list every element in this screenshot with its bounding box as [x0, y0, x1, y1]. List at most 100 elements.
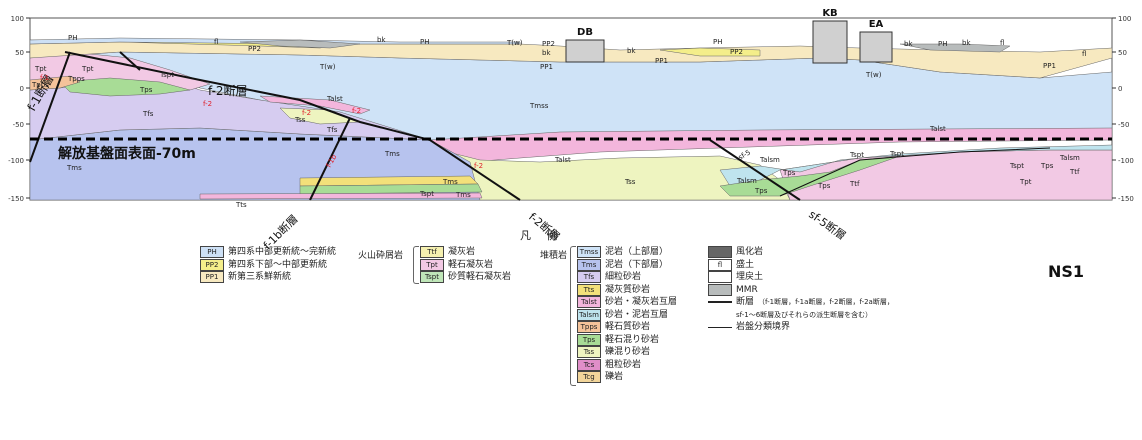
legend-label-tpt: 軽石凝灰岩: [448, 259, 494, 270]
tick-left-100: 100: [11, 15, 24, 23]
legend-item-boundary: 岩盤分類境界: [708, 321, 894, 334]
swatch-fault-line: [708, 301, 732, 304]
legend-label-talst: 砂岩・凝灰岩互層: [605, 297, 678, 308]
label-ttf-2: Ttf: [1069, 168, 1080, 176]
legend-fault-note-1: （f-1断層，f-1a断層，f-2断層，f-2a断層，: [758, 298, 894, 307]
building-label-db: DB: [577, 27, 593, 38]
fault-f1: [29, 51, 71, 163]
building-label-kb: KB: [822, 8, 837, 19]
label-bk-5: bk: [962, 39, 971, 47]
unit-tps-left: [59, 77, 191, 97]
label-tw-3: T(w): [865, 71, 882, 79]
label-pp2-2: PP2: [542, 40, 555, 48]
label-ph-3: PH: [713, 38, 723, 46]
label-fl-1: fl: [214, 38, 218, 46]
legend-brace-sedimentary: [570, 246, 576, 386]
swatch-weathered: [708, 246, 732, 259]
legend-label-weathered: 風化岩: [736, 247, 764, 258]
legend-label-tss: 礫混り砂岩: [605, 347, 651, 358]
label-pp2-3: PP2: [730, 48, 743, 56]
tick-left--50: -50: [13, 121, 24, 129]
swatch-tps: Tps: [577, 333, 601, 346]
legend-brace-volcanic: [413, 246, 419, 284]
swatch-tss: Tss: [577, 346, 601, 359]
label-tpt-1: Tpt: [34, 65, 47, 73]
legend-label-boundary: 岩盤分類境界: [736, 322, 791, 333]
label-talst-2: Talst: [554, 156, 571, 164]
label-tms-2: Tms: [66, 164, 82, 172]
label-tts-1: Tts: [235, 201, 247, 209]
swatch-fill: fl: [708, 258, 732, 271]
building-ea: [859, 31, 893, 63]
legend-label-pp2: 第四系下部～中部更新統: [228, 259, 328, 270]
label-ttf-1: Ttf: [849, 180, 860, 188]
swatch-ph: PH: [200, 246, 224, 259]
red-label-f2-2: f-2: [302, 109, 311, 117]
label-fl-2: fl: [1000, 39, 1004, 47]
tick-left--100: -100: [8, 157, 24, 165]
legend-label-tpps: 軽石質砂岩: [605, 322, 651, 333]
swatch-tcs: Tcs: [577, 358, 601, 371]
legend-label-ph: 第四系中部更新統～完新統: [228, 247, 337, 258]
label-tfs-1: Tfs: [142, 110, 154, 118]
unit-talst: [429, 127, 1113, 163]
red-label-f2-3: f-2: [352, 107, 361, 115]
legend-label-tts: 凝灰質砂岩: [605, 284, 651, 295]
label-tmss: Tmss: [529, 102, 549, 110]
label-tpps-1: Tpps: [31, 81, 49, 89]
label-bk-1: bk: [377, 36, 386, 44]
tick-right--100: -100: [1118, 157, 1134, 165]
legend-label-tcg: 礫岩: [605, 372, 624, 383]
label-tspt-2: Tspt: [849, 151, 864, 159]
swatch-tfs: Tfs: [577, 271, 601, 284]
boundary-line: [779, 147, 1051, 197]
fault-label-sf5: sf-5断層: [806, 207, 848, 243]
building-db: [565, 39, 605, 63]
legend-label-pp1: 新第三系鮮新統: [228, 272, 292, 283]
swatch-talsm: Talsm: [577, 308, 601, 321]
legend-title: 凡 例: [520, 229, 564, 242]
swatch-ttf: Ttf: [420, 246, 444, 259]
unit-bk: [239, 39, 361, 49]
label-pp1-3: PP1: [540, 63, 553, 71]
legend-label-backfill: 埋戻土: [736, 272, 764, 283]
red-label-f2-1: f-2: [203, 100, 212, 108]
legend-label-tps: 軽石混り砂岩: [605, 334, 660, 345]
label-talst-1: Talst: [326, 95, 343, 103]
tick-right-100: 100: [1118, 15, 1131, 23]
legend-label-mmr: MMR: [736, 284, 758, 295]
section-id-label: NS1: [1048, 262, 1085, 281]
unit-tps: [719, 155, 901, 197]
tick-left-50: 50: [15, 49, 24, 57]
unit-tspt-band: [199, 192, 483, 200]
legend-fault-note-row: sf-1～6断層及びそれらの派生断層を含む）: [708, 309, 894, 322]
unit-tps-band: [299, 183, 483, 195]
label-tps-2: Tps: [782, 169, 796, 177]
label-talst-3: Talst: [929, 125, 946, 133]
swatch-boundary-line: [708, 326, 732, 328]
legend-item-ph: PH 第四系中部更新統～完新統: [200, 246, 336, 259]
baseline-label: 解放基盤面表面-70m: [58, 145, 196, 162]
building-label-ea: EA: [869, 19, 884, 30]
unit-bk-right: [899, 43, 1011, 53]
label-pp2-1: PP2: [248, 45, 261, 53]
legend-label-ttf: 凝灰岩: [448, 247, 476, 258]
label-fl-3: fl: [1082, 50, 1086, 58]
label-talsm-2: Talsm: [736, 177, 757, 185]
label-tspt-1: Tspt: [159, 71, 174, 79]
label-tms-1: Tms: [384, 150, 400, 158]
fault-f2-branch: [119, 51, 141, 71]
tick-right--50: -50: [1118, 121, 1129, 129]
label-ph-4: PH: [938, 40, 948, 48]
label-pp1-1: PP1: [655, 57, 668, 65]
building-kb: [812, 20, 848, 64]
